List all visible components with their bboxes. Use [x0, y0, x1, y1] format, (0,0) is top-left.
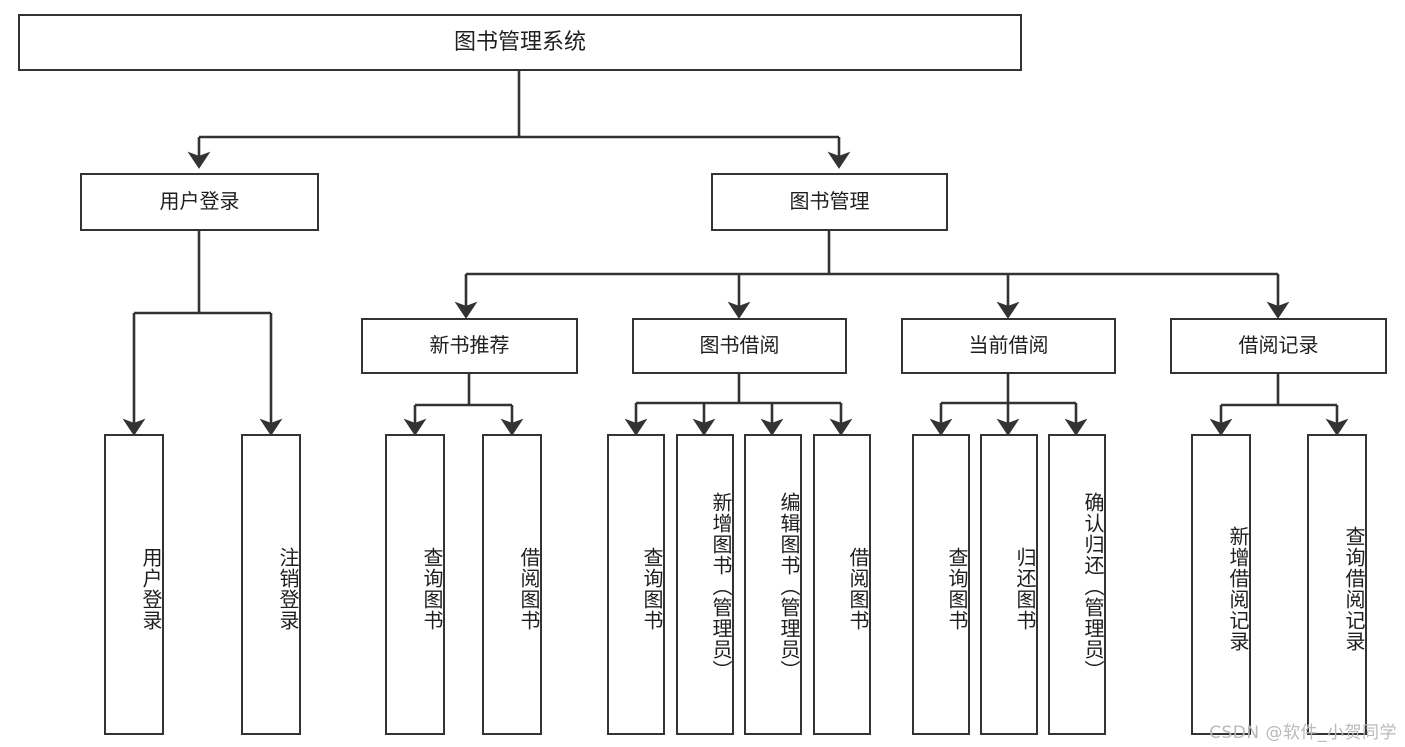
node-root-system[interactable]: 图书管理系统	[18, 14, 1022, 71]
leaf-add-book-admin[interactable]: 新增图书（管理员）	[676, 434, 734, 735]
node-label: 借阅记录	[1238, 333, 1319, 358]
node-label: 新增图书（管理员）	[709, 492, 733, 681]
node-label: 确认归还（管理员）	[1081, 492, 1105, 681]
leaf-add-borrow-record[interactable]: 新增借阅记录	[1191, 434, 1251, 735]
leaf-confirm-return-admin[interactable]: 确认归还（管理员）	[1048, 434, 1106, 735]
node-label: 用户登录	[139, 546, 163, 631]
leaf-borrow-book-recommend[interactable]: 借阅图书	[482, 434, 542, 735]
node-label: 用户登录	[159, 189, 240, 214]
csdn-watermark: CSDN @软件_小贺同学	[1209, 723, 1397, 743]
node-label: 当前借阅	[968, 333, 1049, 358]
leaf-query-book-current[interactable]: 查询图书	[912, 434, 970, 735]
leaf-borrow-book[interactable]: 借阅图书	[813, 434, 871, 735]
leaf-logout[interactable]: 注销登录	[241, 434, 301, 735]
node-book-borrowing[interactable]: 图书借阅	[632, 318, 847, 374]
node-label: 查询图书	[420, 546, 444, 631]
leaf-return-book[interactable]: 归还图书	[980, 434, 1038, 735]
node-label: 编辑图书（管理员）	[777, 492, 801, 681]
node-label: 新书推荐	[429, 333, 510, 358]
node-label: 查询图书	[945, 546, 969, 631]
node-current-borrowing[interactable]: 当前借阅	[901, 318, 1116, 374]
node-new-book-recommendation[interactable]: 新书推荐	[361, 318, 578, 374]
leaf-user-login[interactable]: 用户登录	[104, 434, 164, 735]
node-label: 归还图书	[1013, 546, 1037, 631]
node-label: 查询图书	[640, 546, 664, 631]
node-label: 新增借阅记录	[1226, 525, 1250, 652]
leaf-edit-book-admin[interactable]: 编辑图书（管理员）	[744, 434, 802, 735]
leaf-query-book-borrow[interactable]: 查询图书	[607, 434, 665, 735]
node-label: 查询借阅记录	[1342, 525, 1366, 652]
node-book-management[interactable]: 图书管理	[711, 173, 948, 231]
leaf-query-borrow-record[interactable]: 查询借阅记录	[1307, 434, 1367, 735]
node-label: 注销登录	[276, 546, 300, 631]
node-label: 借阅图书	[517, 546, 541, 631]
node-label: 图书管理	[789, 189, 870, 214]
node-label: 借阅图书	[846, 546, 870, 631]
node-label: 图书借阅	[699, 333, 780, 358]
node-borrowing-record[interactable]: 借阅记录	[1170, 318, 1387, 374]
node-label: 图书管理系统	[453, 29, 586, 55]
leaf-query-book-recommend[interactable]: 查询图书	[385, 434, 445, 735]
node-user-login[interactable]: 用户登录	[80, 173, 319, 231]
